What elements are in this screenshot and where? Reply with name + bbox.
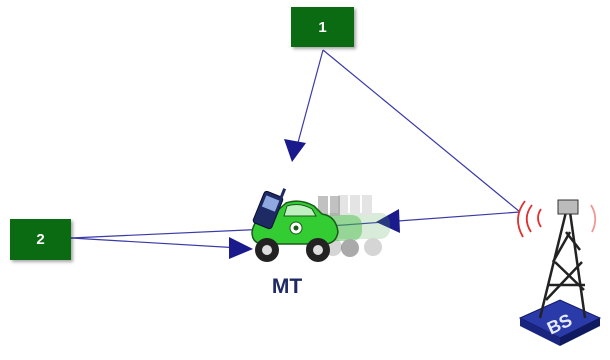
- path-bs-to-mt-direct: [329, 211, 521, 227]
- arrowhead-reflector-2: [229, 237, 253, 259]
- reflector-box-1-label: 1: [318, 18, 327, 36]
- arrowhead-direct: [376, 209, 400, 233]
- car-with-phone-icon: [251, 188, 390, 262]
- reflector-box-2: 2: [10, 219, 71, 260]
- reflector-box-2-label: 2: [36, 231, 45, 248]
- path-reflector-1-to-mt: [295, 49, 324, 151]
- path-reflector-2-to-mt: [70, 237, 241, 249]
- arrowhead-reflector-1: [284, 139, 306, 162]
- path-bs-to-reflector-1: [322, 49, 521, 213]
- mobile-terminal-label: MT: [271, 275, 303, 298]
- antenna-tower-icon: BS: [518, 199, 602, 346]
- reflector-box-1: 1: [291, 7, 354, 47]
- signal-waves-icon: [517, 200, 597, 238]
